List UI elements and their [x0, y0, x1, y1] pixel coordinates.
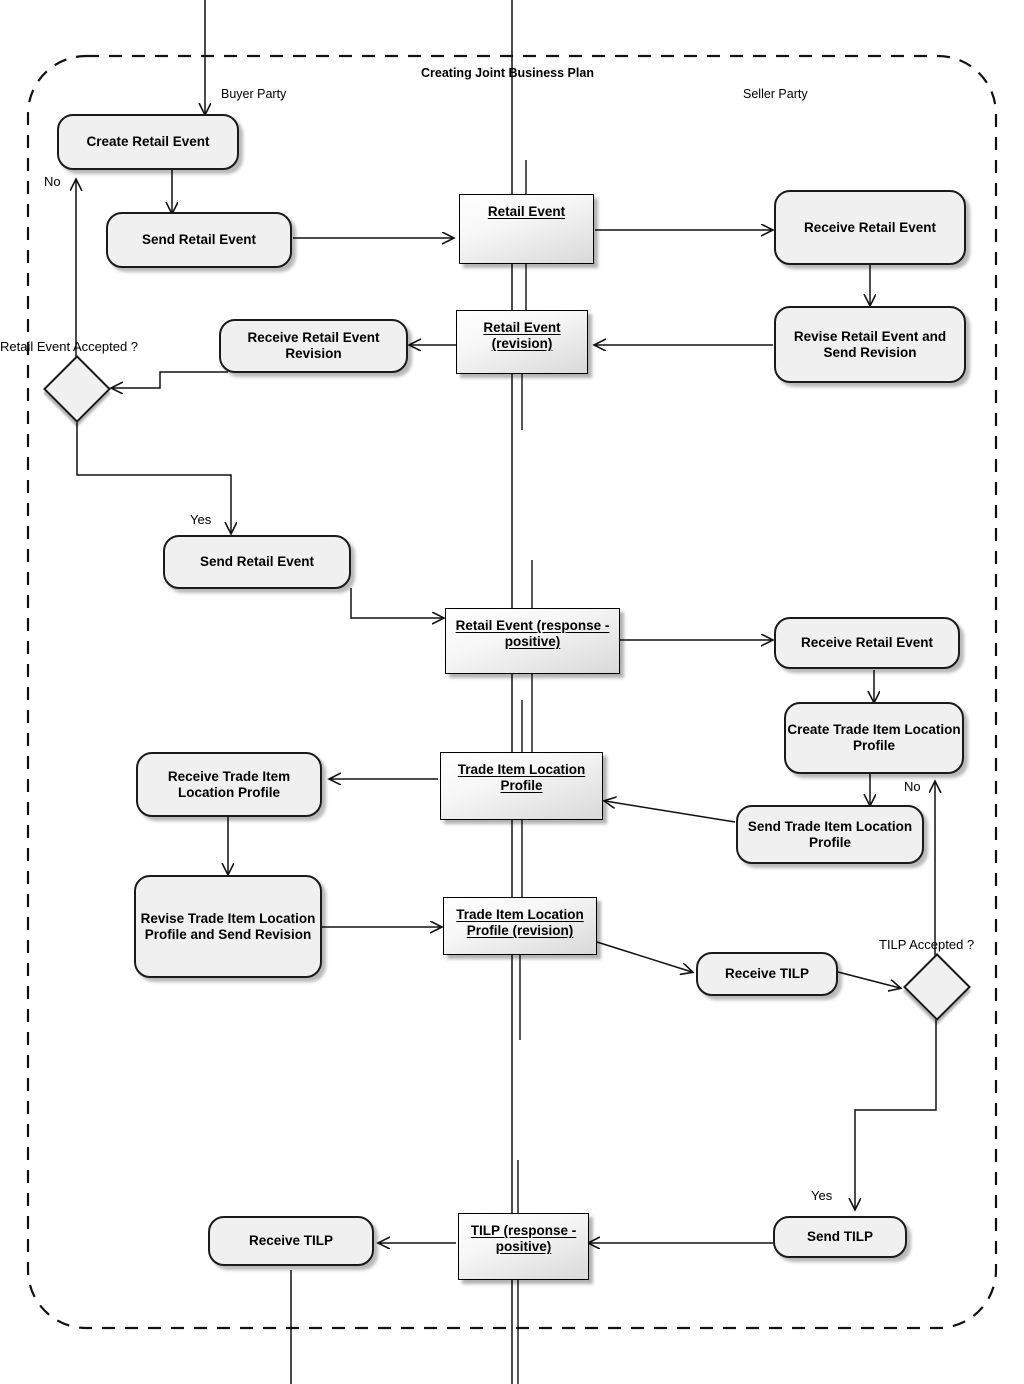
object-label: Retail Event (revision) [457, 320, 587, 352]
action-label: Revise Retail Event and Send Revision [793, 328, 947, 360]
flow-tilprevision-to-receivetilp1 [596, 941, 692, 972]
action-receive-retail-event-1[interactable]: Receive Retail Event [774, 190, 966, 265]
object-retail-event-revision[interactable]: Retail Event (revision) [456, 310, 588, 374]
object-label-line2: (revision) [491, 335, 553, 351]
object-label: Retail Event (response - positive) [446, 618, 619, 650]
object-retail-event-response-positive[interactable]: Retail Event (response - positive) [445, 608, 620, 674]
action-create-trade-item-location-profile[interactable]: Create Trade Item Location Profile [784, 702, 964, 774]
guard-label-tilp-no: No [904, 779, 921, 794]
action-label: Send Retail Event [199, 554, 315, 570]
action-label: Send TILP [806, 1229, 873, 1245]
flow-send2-to-response [350, 588, 443, 618]
object-trade-item-location-profile[interactable]: Trade Item Location Profile [440, 752, 603, 820]
object-label-line2: positive) [504, 633, 561, 649]
action-send-retail-event-1[interactable]: Send Retail Event [106, 212, 292, 268]
action-receive-trade-item-location-profile[interactable]: Receive Trade Item Location Profile [136, 752, 322, 817]
object-tilp-response-positive[interactable]: TILP (response - positive) [458, 1213, 589, 1280]
guard-label-tilp-yes: Yes [811, 1188, 833, 1203]
action-label: Receive TILP [248, 1233, 334, 1249]
action-send-trade-item-location-profile[interactable]: Send Trade Item Location Profile [736, 805, 924, 864]
action-label: Receive Trade Item Location Profile [167, 768, 291, 800]
flow-sendtilp-to-tilpobj [605, 801, 736, 823]
flow-receivetilp1-to-decision [837, 971, 900, 988]
object-label-line1: Trade Item Location [457, 762, 586, 777]
action-revise-retail-event-send-revision[interactable]: Revise Retail Event and Send Revision [774, 306, 966, 383]
action-label: Create Trade Item Location Profile [787, 722, 961, 753]
action-label: Receive Retail Event Revision [247, 330, 380, 361]
frame-title: Creating Joint Business Plan [421, 66, 594, 80]
object-trade-item-location-profile-revision[interactable]: Trade Item Location Profile (revision) [443, 897, 597, 955]
action-receive-tilp-2[interactable]: Receive TILP [208, 1216, 374, 1266]
object-label-line1: Retail Event (response - [455, 618, 610, 633]
action-revise-tilp-send-revision[interactable]: Revise Trade Item Location Profile and S… [134, 875, 322, 978]
swimlane-label-seller: Seller Party [743, 87, 808, 101]
object-label-line2: positive) [495, 1238, 552, 1254]
flow-tilp-decision-yes [855, 1008, 937, 1209]
object-retail-event[interactable]: Retail Event [459, 194, 594, 264]
action-send-tilp-final[interactable]: Send TILP [773, 1216, 907, 1258]
flow-decision-yes [76, 410, 231, 533]
action-receive-tilp-1[interactable]: Receive TILP [696, 952, 838, 996]
action-create-retail-event[interactable]: Create Retail Event [57, 114, 239, 170]
action-label: Revise Trade Item Location Profile and S… [140, 910, 316, 942]
action-label: Send Trade Item Location Profile [747, 818, 913, 850]
flow-receiverev-to-decision [112, 371, 228, 388]
action-label: Receive Retail Event [800, 635, 934, 651]
object-label-line1: Retail Event [483, 320, 561, 335]
action-label: Receive Retail Event [803, 219, 937, 235]
object-label: Trade Item Location Profile [441, 762, 602, 794]
guard-label-retail-no: No [44, 174, 61, 189]
object-label-line1: TILP (response - [470, 1223, 577, 1238]
object-label: Retail Event [487, 204, 566, 219]
object-label: TILP (response - positive) [459, 1223, 588, 1255]
action-send-retail-event-2[interactable]: Send Retail Event [163, 535, 351, 589]
action-receive-retail-event-2[interactable]: Receive Retail Event [774, 617, 960, 669]
guard-label-retail-yes: Yes [190, 512, 212, 527]
action-receive-retail-event-revision[interactable]: Receive Retail Event Revision [219, 319, 408, 373]
action-label: Send Retail Event [141, 232, 257, 248]
object-label-line2: Profile (revision) [466, 922, 574, 938]
action-label: Receive TILP [724, 966, 810, 982]
object-label-line2: Profile [500, 777, 543, 793]
decision-label-retail-event-accepted: Retail Event Accepted ? [0, 339, 139, 354]
decision-label-tilp-accepted: TILP Accepted ? [879, 937, 975, 952]
swimlane-label-buyer: Buyer Party [221, 87, 287, 101]
object-label: Trade Item Location Profile (revision) [444, 907, 596, 939]
object-label-line1: Trade Item Location [456, 907, 584, 922]
action-label: Create Retail Event [86, 134, 210, 150]
